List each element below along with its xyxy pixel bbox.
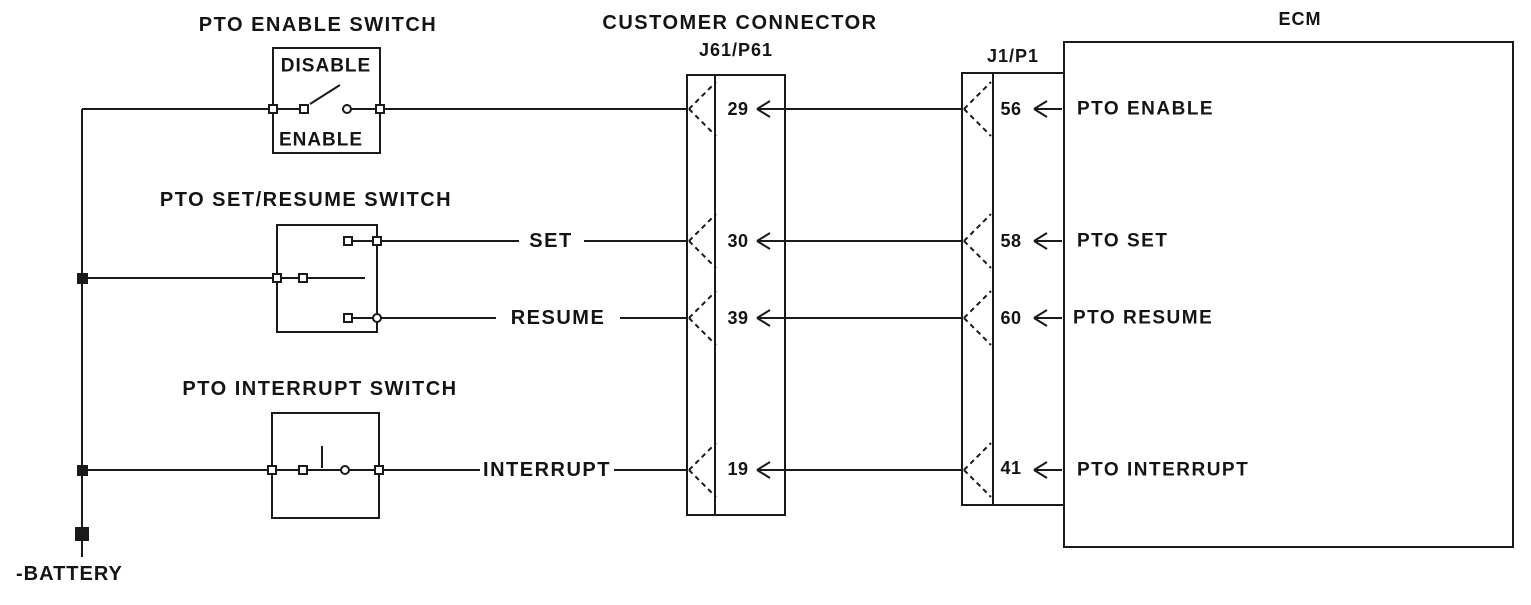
j1-chevron-pin56 <box>963 81 992 137</box>
j61-arrow-pin39 <box>756 309 771 327</box>
j61-pin-39: 39 <box>727 308 749 328</box>
interrupt-switch-title: PTO INTERRUPT SWITCH <box>182 378 458 400</box>
customer-connector-designator: J61/P61 <box>698 40 774 60</box>
ecm-signal-pto-enable: PTO ENABLE <box>1077 98 1215 120</box>
j61-chevron-pin30 <box>688 213 717 269</box>
j1-chevrons <box>963 81 992 498</box>
j1-pin-58: 58 <box>1000 231 1022 251</box>
j1-chevron-pin41 <box>963 442 992 498</box>
j1-pin-56: 56 <box>1000 99 1022 119</box>
enable-switch-position-disable: DISABLE <box>280 55 372 77</box>
enable-switch-box <box>272 47 381 154</box>
enable-switch-terminal-pole <box>299 104 309 114</box>
j1-arrow-pin58 <box>1033 232 1062 250</box>
enable-switch-title: PTO ENABLE SWITCH <box>198 14 438 36</box>
j61-arrow-pin30 <box>756 232 771 250</box>
j1-arrow-pin41 <box>1033 461 1062 479</box>
j61-chevrons <box>688 81 717 498</box>
j61-arrow-pin19 <box>756 461 771 479</box>
ecm-box <box>1063 41 1514 548</box>
battery-terminal-icon <box>75 527 89 541</box>
j1-outline <box>961 72 1065 506</box>
pto-interrupt-switch-symbol <box>267 412 384 519</box>
j61-chevron-pin19 <box>688 442 717 498</box>
set-resume-terminal-common <box>272 273 282 283</box>
ecm-outline <box>1063 41 1514 548</box>
enable-switch-terminal-right <box>375 104 385 114</box>
j1-chevron-pin60 <box>963 290 992 346</box>
enable-switch-terminal-left <box>268 104 278 114</box>
j1-arrow-pin56 <box>1033 100 1062 118</box>
j61-outline <box>686 74 786 516</box>
set-contact-inner <box>343 236 353 246</box>
battery-bus <box>75 109 89 557</box>
set-wire-label: SET <box>529 230 573 252</box>
j1-pin-41: 41 <box>1000 458 1022 478</box>
ecm-connector-designator: J1/P1 <box>986 46 1040 66</box>
pto-set-resume-switch-symbol <box>272 224 382 333</box>
j61-chevron-pin29 <box>688 81 717 137</box>
resume-contact-edge <box>372 313 382 323</box>
j1-pin-60: 60 <box>1000 308 1022 328</box>
customer-connector-box <box>686 74 786 516</box>
j61-arrow-pin29 <box>756 100 771 118</box>
customer-connector-title: CUSTOMER CONNECTOR <box>602 12 878 34</box>
j61-pin-29: 29 <box>727 99 749 119</box>
j61-chevron-pin39 <box>688 290 717 346</box>
enable-switch-contact <box>342 104 352 114</box>
enable-switch-blade <box>309 84 341 105</box>
enable-switch-position-enable: ENABLE <box>278 129 364 151</box>
pto-enable-switch-symbol <box>268 47 385 154</box>
j61-pin-19: 19 <box>727 459 749 479</box>
wires <box>82 108 962 471</box>
interrupt-contact-left <box>298 465 308 475</box>
set-contact-edge <box>372 236 382 246</box>
set-resume-switch-title: PTO SET/RESUME SWITCH <box>159 189 453 211</box>
j1-chevron-pin58 <box>963 213 992 269</box>
interrupt-switch-box <box>271 412 380 519</box>
set-resume-terminal-pole <box>298 273 308 283</box>
resume-wire-label: RESUME <box>510 307 606 329</box>
interrupt-contact-right <box>340 465 350 475</box>
ecm-signal-pto-resume: PTO RESUME <box>1073 307 1214 329</box>
ecm-connector-box <box>961 72 1065 506</box>
interrupt-terminal-left <box>267 465 277 475</box>
interrupt-wire-label: INTERRUPT <box>483 459 611 481</box>
j1-flow-arrows <box>1033 100 1062 479</box>
interrupt-terminal-right <box>374 465 384 475</box>
resume-contact-inner <box>343 313 353 323</box>
j61-flow-arrows <box>756 100 771 479</box>
j61-pin-30: 30 <box>727 231 749 251</box>
ecm-signal-pto-interrupt: PTO INTERRUPT <box>1077 459 1250 481</box>
battery-label: -BATTERY <box>16 563 123 585</box>
ecm-title: ECM <box>1278 9 1322 29</box>
j1-arrow-pin60 <box>1033 309 1062 327</box>
ecm-signal-pto-set: PTO SET <box>1077 230 1169 252</box>
